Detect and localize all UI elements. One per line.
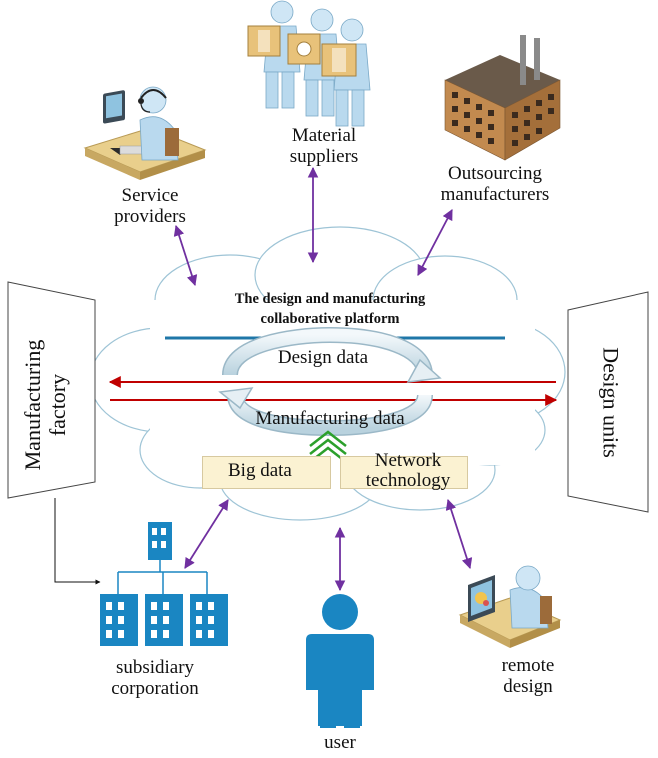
remote-design-icon	[458, 565, 562, 648]
factory-to-subsidiary-arrow	[54, 498, 101, 585]
cycle-ring-icon	[218, 326, 442, 437]
platform-title: The design and manufacturing collaborati…	[234, 291, 426, 327]
service-provider-icon	[83, 86, 207, 180]
user-icon	[306, 594, 374, 728]
service-providers-label: Service providers	[114, 185, 186, 227]
user-label: user	[324, 732, 356, 753]
big-data-box	[202, 456, 331, 489]
design-data-label: Design data	[277, 347, 369, 368]
connector-outsourcing	[417, 209, 453, 276]
manufacturing-factory-label: Manufacturing factory	[20, 339, 70, 471]
factory-building-icon	[444, 35, 561, 161]
network-technology-box	[340, 456, 468, 489]
design-units-panel	[567, 291, 649, 513]
outsourcing-manufacturers-label: Outsourcing manufacturers	[440, 163, 550, 205]
network-technology-label: Network technology	[365, 450, 451, 491]
design-units-label: Design units	[598, 347, 624, 458]
subsidiary-corporation-label: subsidiary corporation	[111, 657, 199, 699]
connector-group	[173, 166, 473, 592]
manufacturing-factory-panel	[7, 281, 96, 499]
big-data-label: Big data	[228, 460, 292, 481]
connector-subsidiary	[184, 499, 229, 569]
material-suppliers-icon	[247, 0, 371, 127]
connector-service-providers	[173, 224, 198, 287]
connector-remote-design	[445, 498, 473, 570]
material-suppliers-label: Material suppliers	[289, 125, 359, 167]
manufacturing-data-label: Manufacturing data	[255, 408, 405, 429]
subsidiary-buildings-icon	[100, 522, 228, 646]
remote-design-label: remote design	[501, 655, 555, 697]
